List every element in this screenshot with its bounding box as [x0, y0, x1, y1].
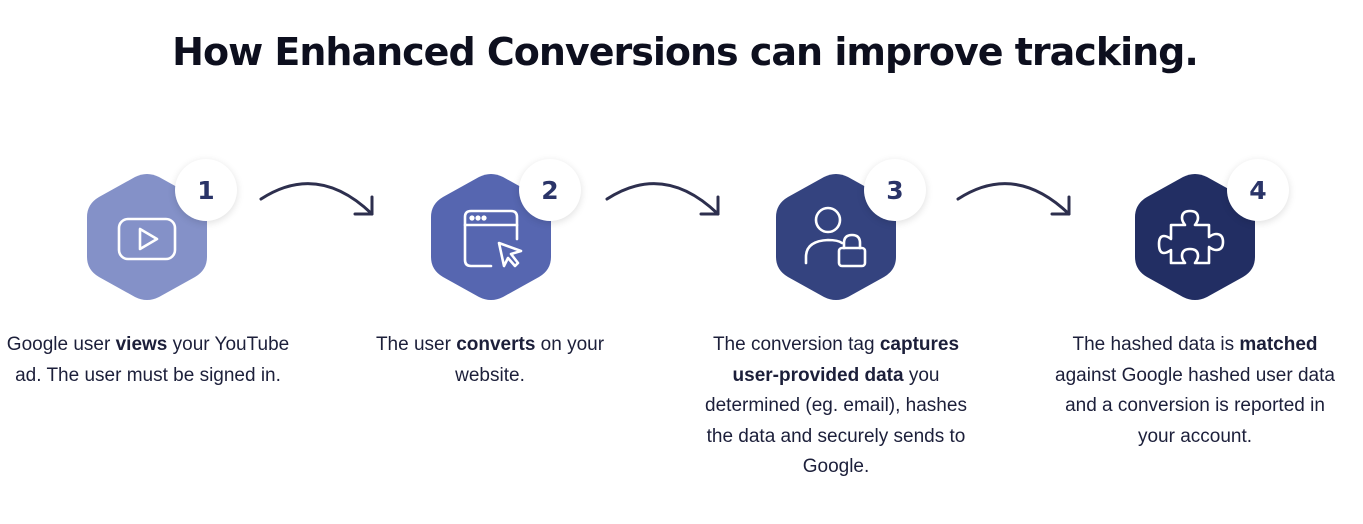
step-3-hexagon — [776, 173, 896, 301]
step-3-description: The conversion tag captures user-provide… — [705, 334, 967, 477]
page-title: How Enhanced Conversions can improve tra… — [172, 30, 1199, 74]
step-1-number-badge: 1 — [175, 159, 237, 221]
step-4-hexagon — [1135, 173, 1255, 301]
step-4-description: The hashed data is matched against Googl… — [1055, 334, 1335, 447]
arrow-1-to-2 — [259, 182, 374, 216]
video-play-icon — [117, 217, 177, 261]
browser-cursor-icon — [463, 209, 523, 268]
step-1-hexagon — [87, 173, 207, 301]
step-1-description: Google user views your YouTube ad. The u… — [6, 334, 290, 386]
user-lock-icon — [804, 206, 867, 268]
arrow-2-to-3 — [605, 182, 720, 216]
step-2-number-badge: 2 — [519, 159, 581, 221]
puzzle-piece-icon — [1157, 209, 1225, 265]
arrow-3-to-4 — [956, 182, 1071, 216]
step-3-number-badge: 3 — [864, 159, 926, 221]
step-4-number-badge: 4 — [1227, 159, 1289, 221]
step-2-hexagon — [431, 173, 551, 301]
step-2-description: The user converts on your website. — [375, 334, 605, 386]
